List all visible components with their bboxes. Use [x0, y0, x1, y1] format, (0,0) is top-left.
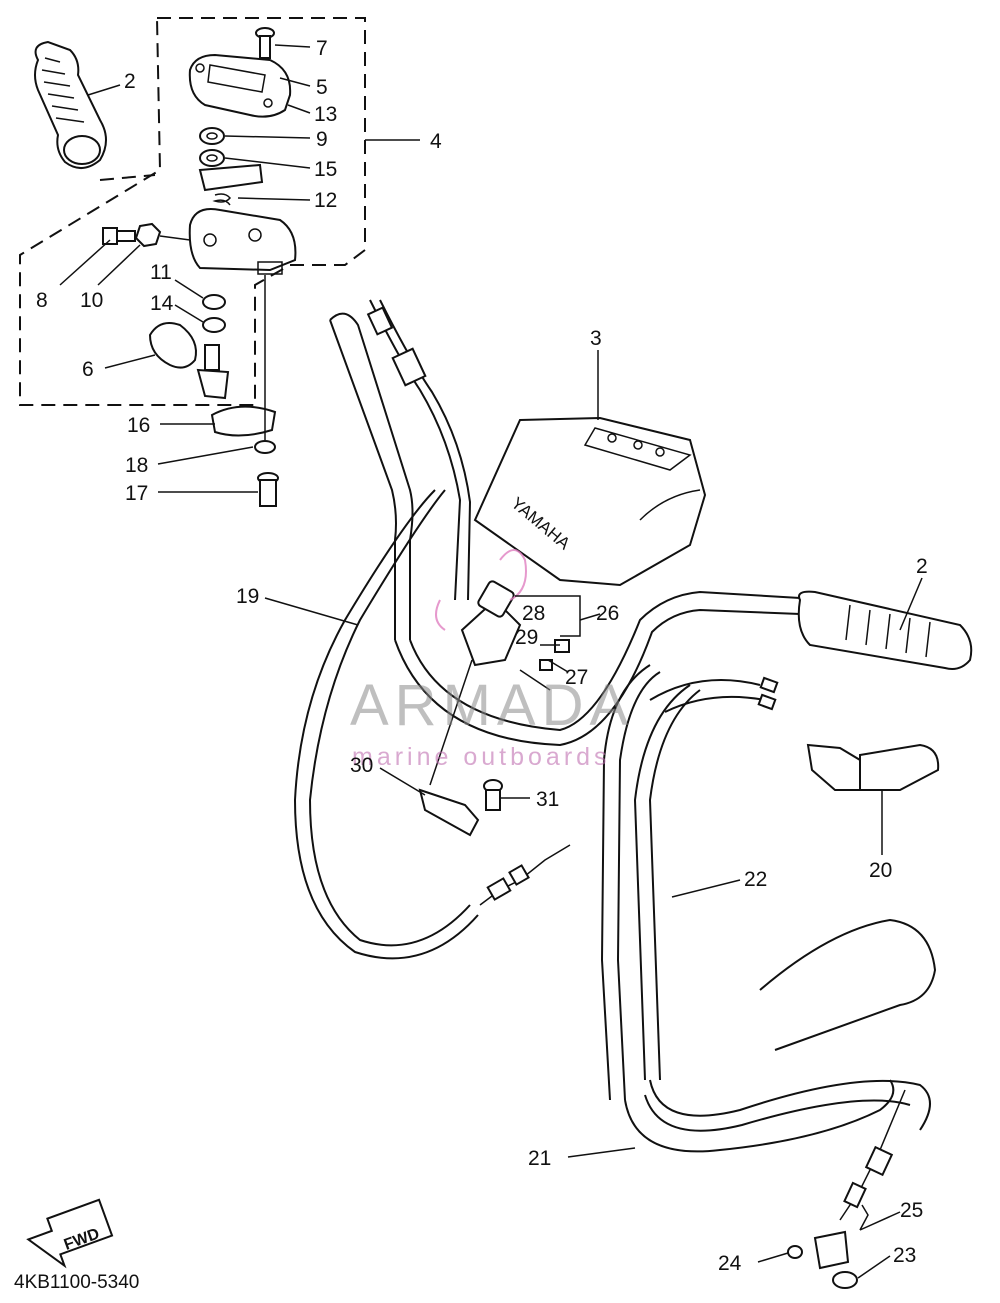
- label-26: 26: [596, 602, 619, 625]
- washer-18: [254, 440, 276, 454]
- cable-from-housing: [366, 299, 472, 601]
- label-24: 24: [718, 1252, 742, 1275]
- lower-linkage: [787, 1089, 906, 1289]
- plate-and-spring: [198, 163, 264, 206]
- label-2-right: 2: [916, 555, 928, 578]
- label-10: 10: [80, 289, 103, 312]
- label-3: 3: [590, 327, 602, 350]
- label-4: 4: [430, 130, 442, 153]
- right-grip: [797, 590, 973, 670]
- label-12: 12: [314, 189, 337, 212]
- cable-22: [633, 684, 931, 1132]
- label-28: 28: [522, 602, 545, 625]
- label-5: 5: [316, 76, 328, 99]
- label-15: 15: [314, 158, 337, 181]
- label-29: 29: [515, 626, 538, 649]
- label-6: 6: [82, 358, 94, 381]
- part-20-switch: [806, 743, 940, 791]
- leader-lines: [59, 44, 923, 1279]
- fwd-arrow-icon: FWD: [26, 1198, 114, 1269]
- watermark-name: ARMADA: [350, 673, 634, 738]
- label-23: 23: [893, 1244, 916, 1267]
- label-30: 30: [350, 754, 373, 777]
- label-27: 27: [565, 666, 588, 689]
- label-25: 25: [900, 1199, 923, 1222]
- bracket-30: [418, 788, 480, 837]
- watermark-tagline: marine outboards: [352, 743, 611, 771]
- bolt-31: [483, 779, 503, 811]
- drawing-code: 4KB1100-5340: [14, 1272, 139, 1293]
- label-20: 20: [869, 859, 892, 882]
- washers: [199, 127, 225, 167]
- label-22: 22: [744, 868, 767, 891]
- clamp-16: [210, 405, 277, 437]
- label-2-left: 2: [124, 70, 136, 93]
- label-21: 21: [528, 1147, 551, 1170]
- part-labels: 2 7 5 13 9 4 15 12 8 10 11 14 6 3 16 18 …: [36, 37, 928, 1275]
- assembly-4-boundary: [19, 17, 366, 406]
- bolt-8: [102, 227, 136, 245]
- label-13: 13: [314, 103, 337, 126]
- label-9: 9: [316, 128, 328, 151]
- switch-cover: [188, 53, 292, 118]
- left-grip: [34, 40, 107, 169]
- label-18: 18: [125, 454, 148, 477]
- label-16: 16: [127, 414, 150, 437]
- washer-11-14: [202, 294, 226, 333]
- throttle-lever: [148, 322, 230, 400]
- switch-housing-lower: [188, 208, 297, 275]
- switch-26: [435, 549, 570, 691]
- label-7: 7: [316, 37, 328, 60]
- watermark: ARMADA marine outboards: [350, 673, 634, 771]
- label-17: 17: [125, 482, 148, 505]
- label-8: 8: [36, 289, 48, 312]
- cable-21: [600, 664, 895, 1153]
- top-right-cable-loop: [649, 676, 937, 1051]
- label-31: 31: [536, 788, 559, 811]
- screw-7: [255, 27, 275, 59]
- label-19: 19: [236, 585, 259, 608]
- label-14: 14: [150, 292, 174, 315]
- label-11: 11: [150, 261, 172, 284]
- nut-10: [134, 222, 191, 248]
- cable-19: [293, 489, 571, 960]
- handlebar-cover: YAMAHA: [473, 416, 707, 587]
- bolt-17: [257, 472, 279, 507]
